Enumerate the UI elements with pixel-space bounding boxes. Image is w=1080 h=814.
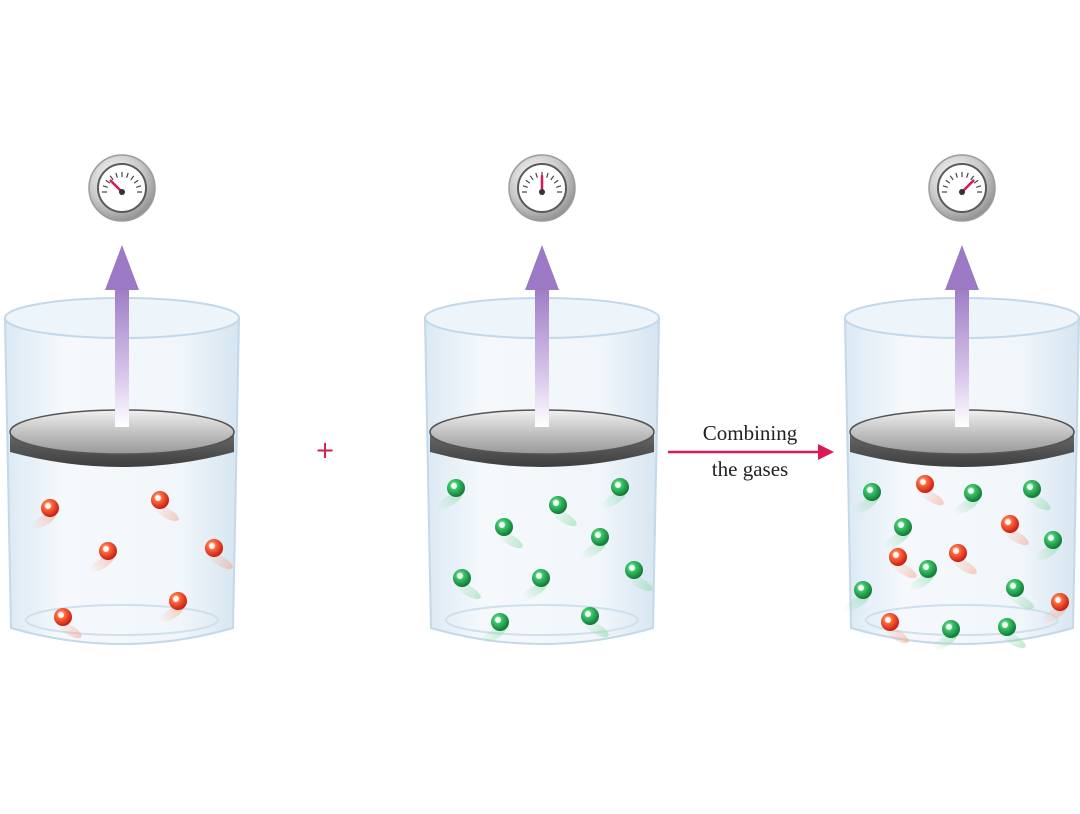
green-gas-particle	[932, 620, 960, 651]
red-gas-particle	[89, 542, 117, 573]
glass-cylinder	[3, 317, 241, 645]
red-gas-particle	[54, 608, 82, 639]
plus-symbol: +	[315, 436, 336, 464]
green-gas-particle	[954, 484, 982, 515]
pressure-arrow	[525, 245, 559, 427]
red-gas-particle	[205, 539, 233, 570]
glass-cylinder	[423, 317, 661, 645]
green-gas-particle	[437, 479, 465, 510]
combining-label-line1: Combining	[702, 421, 798, 445]
red-gas-particle	[889, 548, 917, 579]
piston	[429, 409, 655, 467]
green-gas-particle	[909, 560, 937, 591]
red-gas-particle	[881, 613, 909, 644]
cylinder-bottom	[865, 604, 1059, 636]
red-gas-particle	[1001, 515, 1029, 546]
green-gas-particle	[884, 518, 912, 549]
combining-label-line2: the gases	[711, 457, 789, 481]
green-gas-particle	[522, 569, 550, 600]
green-gas-particle	[481, 613, 509, 644]
pressure-arrow	[945, 245, 979, 427]
red-gas-particle	[31, 499, 59, 530]
green-gas-particle	[581, 607, 609, 638]
red-gas-particle	[151, 491, 179, 522]
red-gas-particle	[1041, 593, 1069, 624]
green-gas-particle	[1023, 480, 1051, 511]
green-gas-particle	[581, 528, 609, 559]
green-gas-particle	[1034, 531, 1062, 562]
green-gas-particle	[998, 618, 1026, 649]
green-gas-particle	[495, 518, 523, 549]
red-gas-particle	[949, 544, 977, 575]
green-gas-particle	[549, 496, 577, 527]
green-gas-particle	[1006, 579, 1034, 610]
green-gas-particle	[844, 581, 872, 612]
green-gas-particle	[625, 561, 653, 592]
pressure-arrow	[105, 245, 139, 427]
red-gas-particle	[916, 475, 944, 506]
pressure-gauge-icon	[508, 154, 576, 222]
red-gas-container	[3, 154, 241, 645]
cylinder-bottom	[445, 604, 639, 636]
cylinder-bottom	[25, 604, 219, 636]
red-gas-particle	[159, 592, 187, 623]
pressure-gauge-icon	[928, 154, 996, 222]
pressure-gauge-icon	[88, 154, 156, 222]
combining-arrow	[668, 444, 834, 460]
green-gas-particle	[853, 483, 881, 514]
green-gas-particle	[453, 569, 481, 600]
green-gas-container	[423, 154, 661, 645]
mixed-gas-container	[843, 154, 1080, 651]
green-gas-particle	[601, 478, 629, 509]
